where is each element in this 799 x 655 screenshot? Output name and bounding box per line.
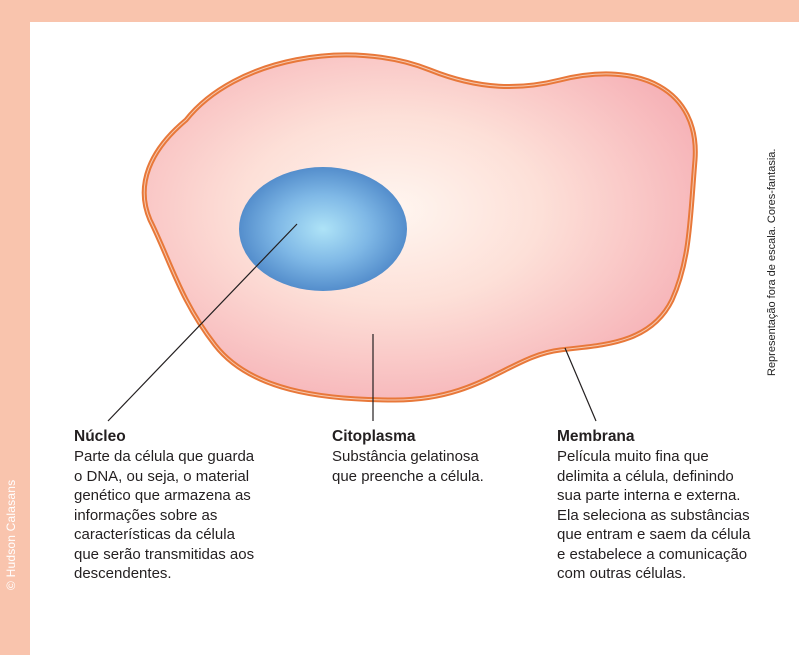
label-citoplasma-line: que preenche a célula.: [332, 467, 484, 485]
nucleus: [239, 167, 407, 291]
label-membrana-line: delimita a célula, definindo: [557, 467, 734, 485]
label-nucleo-title: Núcleo: [74, 428, 126, 445]
leader-line-nucleo: [107, 223, 298, 422]
label-nucleo-line: descendentes.: [74, 565, 172, 582]
leader-line-membrana: [564, 347, 597, 422]
label-membrana: Membrana Película muito fina que delimit…: [557, 427, 787, 584]
label-citoplasma-title: Citoplasma: [332, 428, 416, 445]
label-citoplasma: Citoplasma Substância gelatinosa que pre…: [332, 427, 532, 486]
frame-top-border: [0, 0, 799, 22]
label-membrana-line: sua parte interna e externa.: [557, 487, 741, 504]
frame-left-border: [0, 0, 30, 655]
label-nucleo-line: características da célula: [74, 526, 235, 543]
label-nucleo: Núcleo Parte da célula que guarda o DNA,…: [74, 427, 314, 584]
label-membrana-line: com outras células.: [557, 565, 687, 582]
label-membrana-line: Ela seleciona as substâncias: [557, 506, 750, 524]
label-membrana-line: e estabelece a comunicação: [557, 545, 748, 563]
label-nucleo-line: o DNA, ou seja, o material: [74, 467, 250, 485]
label-membrana-title: Membrana: [557, 428, 635, 445]
label-nucleo-line: genético que armazena as: [74, 487, 251, 504]
label-nucleo-line: Parte da célula que guarda: [74, 448, 255, 465]
scale-note: Representação fora de escala. Cores-fant…: [766, 148, 778, 376]
label-membrana-line: Película muito fina que: [557, 448, 709, 465]
label-citoplasma-line: Substância gelatinosa: [332, 448, 479, 465]
image-credit: © Hudson Calasans: [4, 479, 18, 590]
label-membrana-line: que entram e saem da célula: [557, 526, 751, 543]
cell-membrane-inner-line: [143, 54, 696, 401]
label-nucleo-line: informações sobre as: [74, 506, 218, 524]
cell-membrane: [141, 52, 698, 403]
label-nucleo-line: que serão transmitidas aos: [74, 545, 255, 563]
